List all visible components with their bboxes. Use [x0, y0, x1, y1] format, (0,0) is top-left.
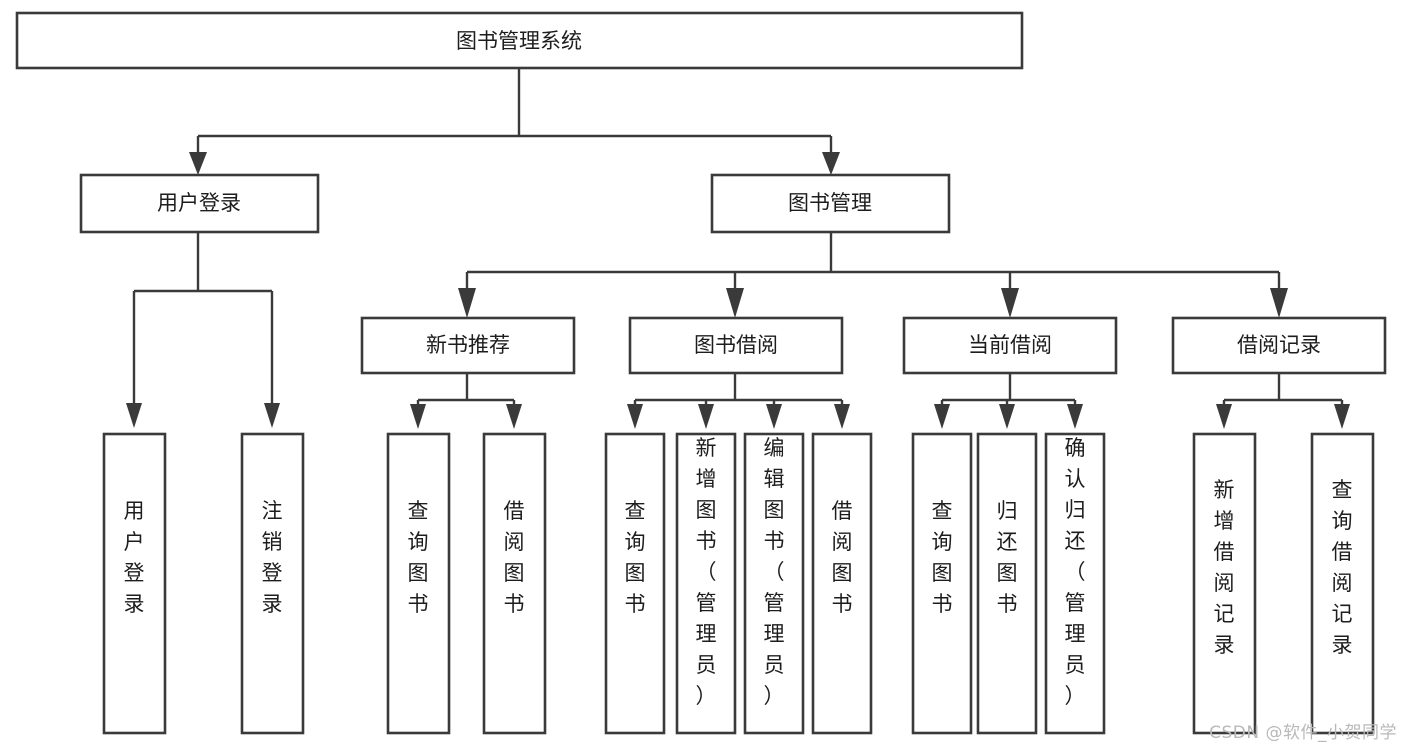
node-leaf-edit-book-admin[interactable]: 编辑图书（管理员）: [743, 432, 805, 735]
arrow-head-icon: [834, 404, 850, 429]
node-box: [15, 11, 1024, 70]
node-box: [710, 173, 951, 234]
node-borrowing-record[interactable]: 借阅记录: [1171, 316, 1387, 375]
node-box: [386, 432, 451, 735]
arrow-head-icon: [410, 404, 426, 429]
node-label-leaf: 查询借阅记录: [1332, 478, 1353, 657]
node-leaf-query-borrow-record[interactable]: 查询借阅记录: [1310, 432, 1375, 735]
node-book-management[interactable]: 图书管理: [710, 173, 951, 234]
node-box: [79, 173, 320, 234]
arrow-head-icon: [766, 404, 782, 429]
arrow-head-icon: [726, 288, 744, 318]
node-label-root: 图书管理系统: [456, 29, 582, 53]
connectors-book-borrow-to-leaves: [627, 373, 850, 429]
node-box: [1310, 432, 1375, 735]
node-label-book-borrowing: 图书借阅: [694, 333, 778, 357]
node-leaf-confirm-return-admin[interactable]: 确认归还（管理员）: [1044, 432, 1106, 735]
node-book-borrowing[interactable]: 图书借阅: [628, 316, 844, 375]
node-box: [1044, 432, 1106, 735]
node-label-leaf: 用户登录: [124, 499, 145, 616]
arrow-head-icon: [126, 403, 142, 428]
node-box: [902, 316, 1118, 375]
arrow-head-icon: [458, 288, 476, 318]
node-leaf-logout[interactable]: 注销登录: [240, 432, 305, 735]
node-box: [628, 316, 844, 375]
node-label-leaf: 查询图书: [625, 499, 646, 616]
connectors-borrow-record-to-leaves: [1216, 373, 1350, 429]
node-label-new-book-recommendation: 新书推荐: [426, 333, 510, 357]
node-leaf-add-borrow-record[interactable]: 新增借阅记录: [1192, 432, 1257, 735]
arrow-head-icon: [1334, 404, 1350, 429]
node-box: [102, 432, 167, 735]
arrow-head-icon: [822, 152, 840, 175]
node-box: [911, 432, 973, 735]
node-label-leaf: 新增图书（管理员）: [696, 436, 717, 708]
node-leaf-borrow-book-1[interactable]: 借阅图书: [482, 432, 547, 735]
arrow-head-icon: [1270, 288, 1288, 318]
node-leaf-query-book-2[interactable]: 查询图书: [604, 432, 666, 735]
arrow-head-icon: [1067, 404, 1083, 429]
node-label-book-management: 图书管理: [788, 191, 872, 215]
arrow-head-icon: [1001, 288, 1019, 318]
node-label-user-login: 用户登录: [157, 191, 241, 215]
arrow-head-icon: [934, 404, 950, 429]
connectors-book-mgmt-to-level3: [458, 232, 1288, 318]
node-label-leaf: 借阅图书: [832, 499, 853, 616]
node-user-login[interactable]: 用户登录: [79, 173, 320, 234]
node-label-leaf: 编辑图书（管理员）: [764, 436, 785, 708]
node-box: [482, 432, 547, 735]
node-label-leaf: 确认归还（管理员）: [1065, 436, 1086, 708]
connectors-user-login-to-leaves: [126, 232, 280, 428]
arrow-head-icon: [1216, 404, 1232, 429]
node-label-leaf: 查询图书: [932, 499, 953, 616]
node-box: [1171, 316, 1387, 375]
arrow-head-icon: [627, 404, 643, 429]
node-label-leaf: 查询图书: [408, 499, 429, 616]
node-new-book-recommendation[interactable]: 新书推荐: [360, 316, 576, 375]
node-current-borrowing[interactable]: 当前借阅: [902, 316, 1118, 375]
node-leaf-add-book-admin[interactable]: 新增图书（管理员）: [675, 432, 737, 735]
node-label-leaf: 注销登录: [262, 499, 283, 616]
node-box: [240, 432, 305, 735]
arrow-head-icon: [999, 404, 1015, 429]
connectors-new-book-rec-to-leaves: [410, 373, 522, 429]
arrow-head-icon: [698, 404, 714, 429]
node-leaf-borrow-book-2[interactable]: 借阅图书: [811, 432, 873, 735]
node-box: [1192, 432, 1257, 735]
node-label-current-borrowing: 当前借阅: [968, 333, 1052, 357]
node-box: [360, 316, 576, 375]
arrow-head-icon: [264, 403, 280, 428]
node-label-leaf: 借阅图书: [504, 499, 525, 616]
node-leaf-query-book-3[interactable]: 查询图书: [911, 432, 973, 735]
csdn-watermark: CSDN @软件_小贺同学: [1209, 723, 1397, 743]
node-label-leaf: 归还图书: [997, 499, 1018, 616]
node-label-leaf: 新增借阅记录: [1214, 478, 1235, 657]
connectors-root-to-level2: [189, 68, 840, 175]
node-box: [976, 432, 1038, 735]
node-box: [811, 432, 873, 735]
node-leaf-query-book-1[interactable]: 查询图书: [386, 432, 451, 735]
node-leaf-user-login[interactable]: 用户登录: [102, 432, 167, 735]
node-label-borrowing-record: 借阅记录: [1237, 333, 1321, 357]
node-box: [743, 432, 805, 735]
node-box: [675, 432, 737, 735]
arrow-head-icon: [189, 152, 207, 175]
arrow-head-icon: [506, 404, 522, 429]
node-leaf-return-book[interactable]: 归还图书: [976, 432, 1038, 735]
node-box: [604, 432, 666, 735]
node-root-book-management-system[interactable]: 图书管理系统: [15, 11, 1024, 70]
connectors-current-borrow-to-leaves: [934, 373, 1083, 429]
